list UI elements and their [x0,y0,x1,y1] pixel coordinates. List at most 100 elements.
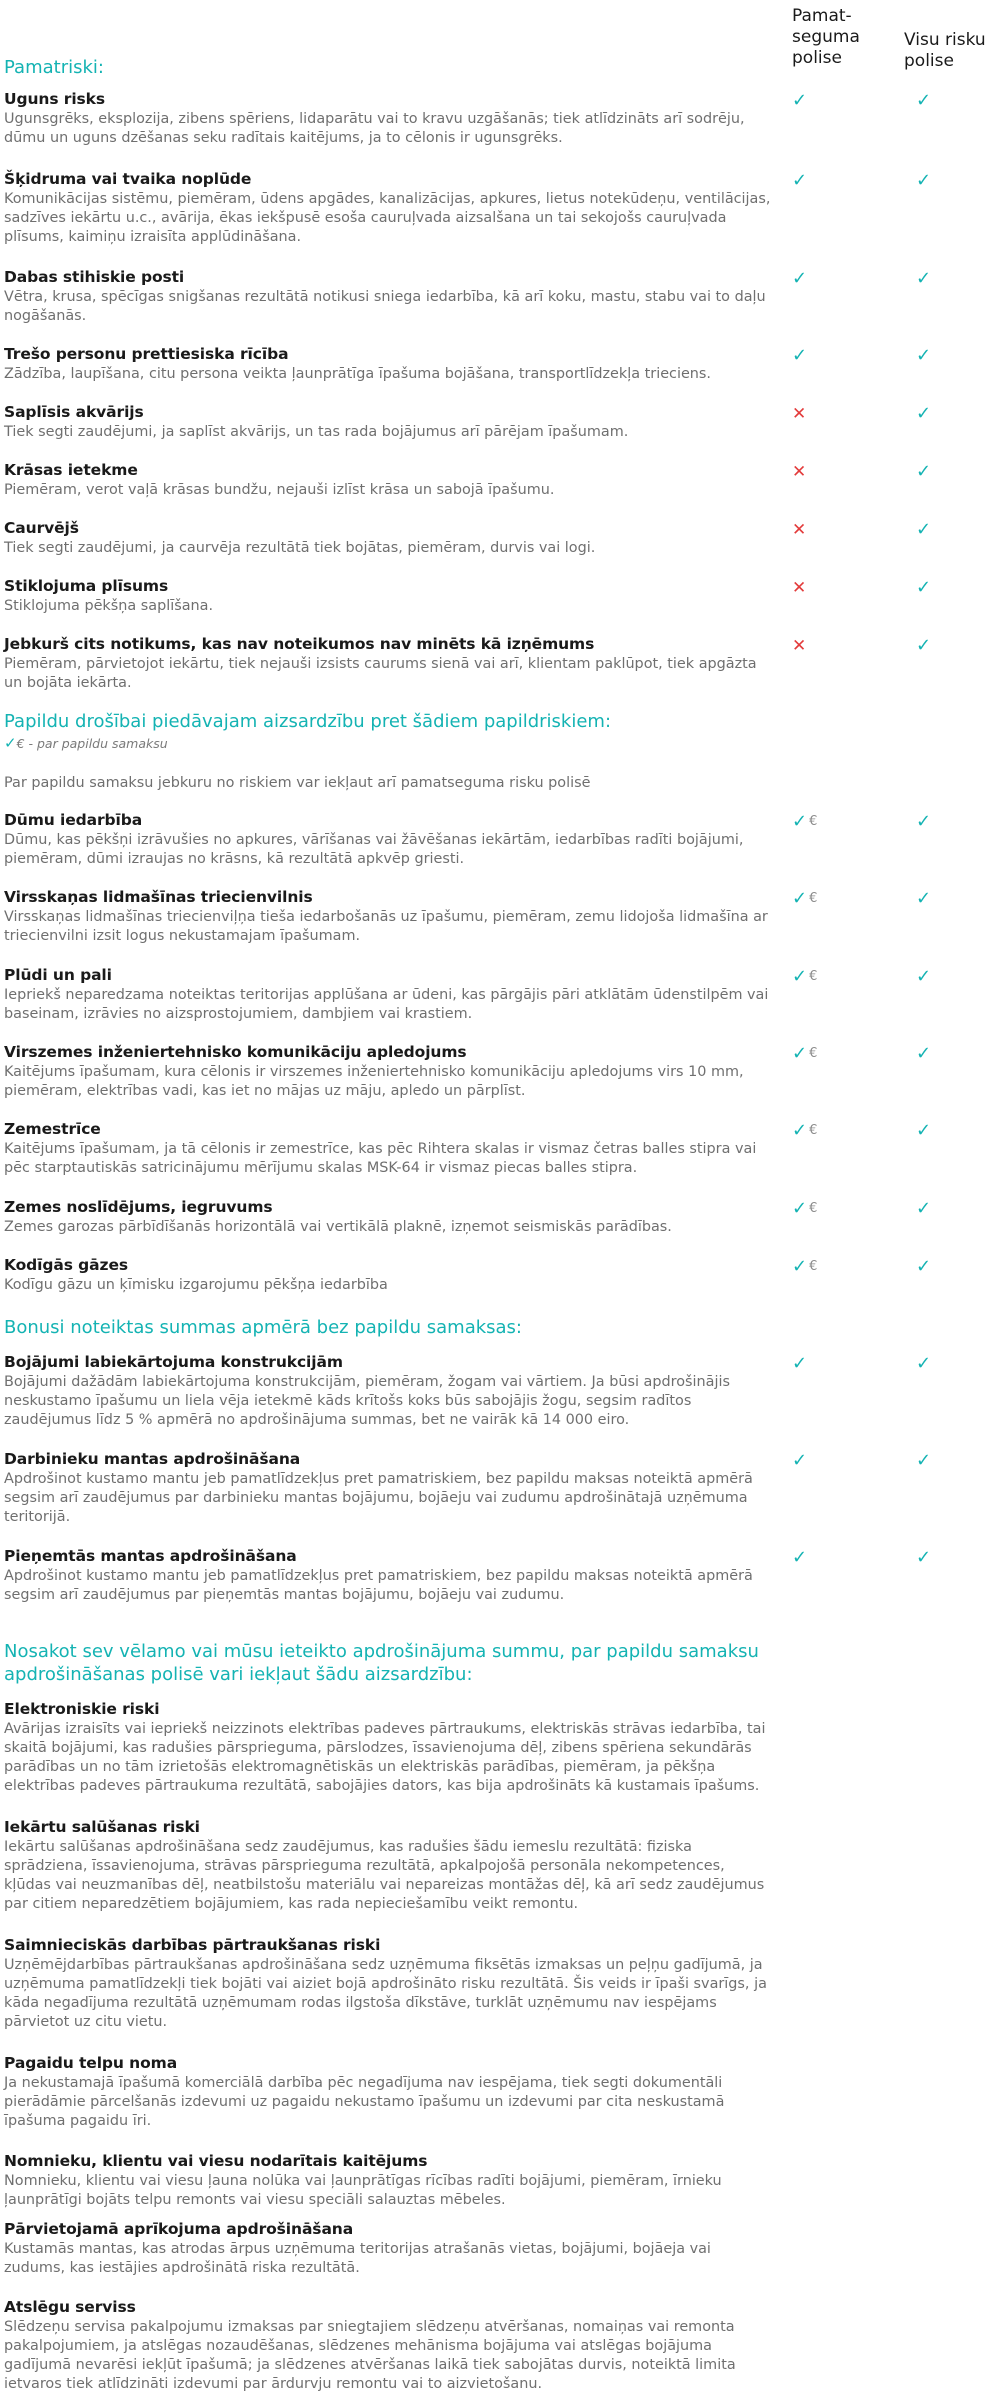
risk-title: Bojājumi labiekārtojuma konstrukcijām [4,1353,343,1371]
column-header-basic-policy: Pamat- seguma polise [792,6,860,68]
section-title-extra: Papildu drošībai piedāvajam aizsardzību … [4,711,612,732]
risk-description: Tiek segti zaudējumi, ja caurvēja rezult… [4,540,596,556]
check-icon: ✓ [916,966,932,987]
risk-description: Virsskaņas lidmašīnas triecienviļņa tieš… [4,909,768,944]
risk-title: Šķidruma vai tvaika noplūde [4,170,252,188]
risk-description: Piemēram, verot vaļā krāsas bundžu, neja… [4,482,555,498]
risk-row: Virszemes inženiertehnisko komunikāciju … [4,1043,994,1101]
risk-description: Kustamās mantas, kas atrodas ārpus uzņēm… [4,2241,711,2276]
risk-row: Jebkurš cits notikums, kas nav noteikumo… [4,635,994,693]
euro-icon: € [809,1046,818,1061]
risk-description: Dūmu, kas pēkšņi izrāvušies no apkures, … [4,832,744,867]
risk-title: Saplīsis akvārijs [4,403,144,421]
risk-title: Plūdi un pali [4,966,112,984]
check-icon: ✓ [4,734,17,752]
check-icon: ✓€ [792,1198,818,1219]
risk-description: Iepriekš neparedzama noteiktas teritorij… [4,987,769,1022]
section-title-optional: Nosakot sev vēlamo vai mūsu ieteikto apd… [4,1641,759,1685]
check-icon: ✓ [916,1256,932,1277]
risk-title: Virszemes inženiertehnisko komunikāciju … [4,1043,467,1061]
risk-description: Nomnieku, klientu vai viesu ļauna nolūka… [4,2173,722,2208]
risk-title: Trešo personu prettiesiska rīcība [4,345,289,363]
check-icon: ✓€ [792,966,818,987]
check-icon: ✓ [792,90,808,111]
risk-description: Bojājumi dažādām labiekārtojuma konstruk… [4,1374,730,1428]
risk-description: Kodīgu gāzu un ķīmisku izgarojumu pēkšņa… [4,1277,388,1293]
risk-description: Slēdzeņu servisa pakalpojumu izmaksas pa… [4,2319,736,2392]
check-icon: ✓ [916,1198,932,1219]
risk-title: Caurvējš [4,519,79,537]
risk-title: Darbinieku mantas apdrošināšana [4,1450,301,1468]
check-icon: ✓ [916,1120,932,1141]
risk-title: Zemestrīce [4,1120,101,1138]
risk-title: Stiklojuma plīsums [4,577,169,595]
check-icon: ✓ [916,1547,932,1568]
risk-title: Nomnieku, klientu vai viesu nodarītais k… [4,2152,428,2170]
euro-icon: € [809,1259,818,1274]
euro-icon: € [809,969,818,984]
euro-icon: € [809,1123,818,1138]
check-icon: ✓ [916,519,932,540]
check-icon: ✓ [792,268,808,289]
risk-title: Dūmu iedarbība [4,811,143,829]
risk-description: Uzņēmējdarbības pārtraukšanas apdrošināš… [4,1957,767,2030]
risk-description: Apdrošinot kustamo mantu jeb pamatlīdzek… [4,1471,753,1525]
check-icon: ✓€ [792,811,818,832]
risk-description: Komunikācijas sistēmu, piemēram, ūdens a… [4,191,771,245]
cross-icon: ✕ [792,404,807,424]
cross-icon: ✕ [792,462,807,482]
cross-icon: ✕ [792,636,807,656]
check-icon: ✓ [916,635,932,656]
check-icon: ✓ [916,461,932,482]
risk-title: Jebkurš cits notikums, kas nav noteikumo… [4,635,595,653]
check-icon: ✓€ [792,1043,818,1064]
risk-description: Zemes garozas pārbīdīšanās horizontālā v… [4,1219,672,1235]
risk-title: Elektroniskie riski [4,1700,160,1718]
risk-title: Dabas stihiskie posti [4,268,185,286]
risk-description: Iekārtu salūšanas apdrošināšana sedz zau… [4,1839,765,1912]
risk-title: Atslēgu serviss [4,2298,136,2316]
risk-title: Virsskaņas lidmašīnas triecienvilnis [4,888,313,906]
euro-icon: € [809,1201,818,1216]
euro-icon: € [809,891,818,906]
check-icon: ✓ [916,1043,932,1064]
risk-row: Saimnieciskās darbības pārtraukšanas ris… [4,1936,994,2032]
check-icon: ✓ [916,345,932,366]
check-icon: ✓ [792,1353,808,1374]
risk-description: Tiek segti zaudējumi, ja saplīst akvārij… [4,424,629,440]
column-header-all-risk-policy: Visu risku polise [904,30,986,71]
risk-description: Avārijas izraisīts vai iepriekš neizzino… [4,1721,766,1794]
check-icon: ✓ [916,1353,932,1374]
check-icon: ✓ [916,1450,932,1471]
risk-description: Piemēram, pārvietojot iekārtu, tiek neja… [4,656,757,691]
check-icon: ✓ [792,170,808,191]
risk-title: Pieņemtās mantas apdrošināšana [4,1547,297,1565]
risk-title: Kodīgās gāzes [4,1256,128,1274]
check-icon: ✓€ [792,1120,818,1141]
cross-icon: ✕ [792,578,807,598]
column-headers: Pamat- seguma polise Visu risku polise [0,6,1000,76]
section-title-bonus: Bonusi noteiktas summas apmērā bez papil… [4,1317,523,1338]
risk-title: Uguns risks [4,90,105,108]
risk-title: Saimnieciskās darbības pārtraukšanas ris… [4,1936,381,1954]
risk-row: Nomnieku, klientu vai viesu nodarītais k… [4,2152,994,2210]
check-icon: ✓ [792,1547,808,1568]
risk-title: Zemes noslīdējums, iegruvums [4,1198,273,1216]
risk-description: Kaitējums īpašumam, ja tā cēlonis ir zem… [4,1141,757,1176]
risk-title: Krāsas ietekme [4,461,138,479]
